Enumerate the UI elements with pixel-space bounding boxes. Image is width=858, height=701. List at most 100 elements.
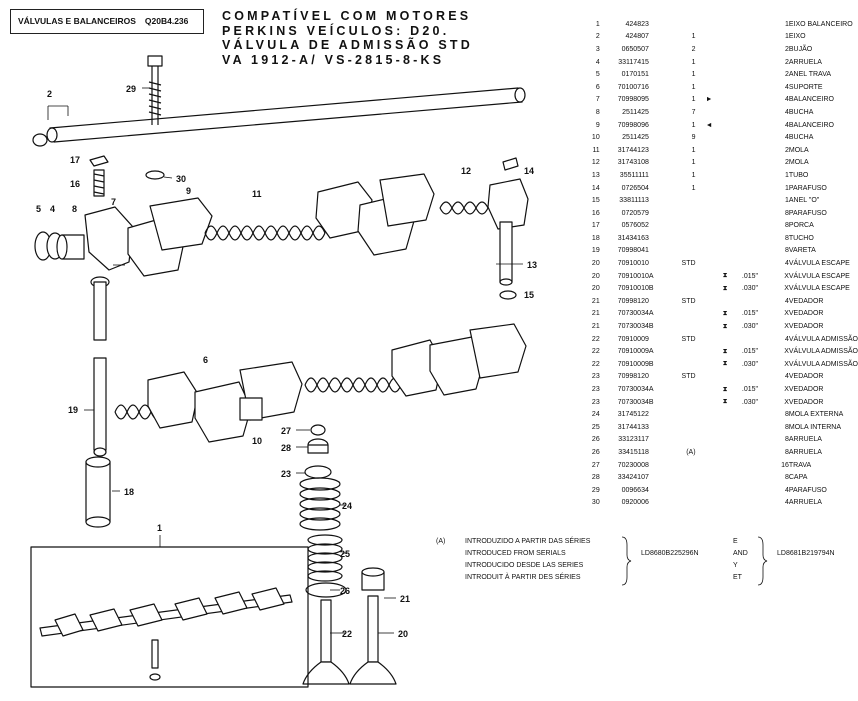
part-oversize: .015" (741, 348, 759, 356)
part-number: 0096634 (621, 486, 649, 494)
callout-24: 24 (342, 501, 352, 511)
part-variant (649, 106, 664, 119)
part-oversize-mark (723, 245, 742, 258)
part-quantity: 1 (784, 197, 789, 205)
part-variant (649, 471, 664, 484)
part-direction (696, 446, 723, 459)
part-item-number: 30 (591, 499, 600, 507)
part-variant (649, 497, 664, 510)
part-direction (696, 131, 723, 144)
part-oversize-mark (723, 446, 742, 459)
part-number: 0920006 (621, 499, 649, 507)
part-description: EIXO (788, 33, 806, 41)
part-oversize: .030" (741, 285, 759, 293)
pushrod-19 (90, 276, 110, 457)
part-variant (649, 68, 664, 81)
part-oversize (742, 484, 773, 497)
intro-line-es: INTRODUCIDO DESDE LAS SERIES (465, 562, 584, 569)
part-quantity: 4 (784, 373, 789, 381)
intro-conjunctions: E AND Y ET (733, 536, 748, 584)
part-oversize (742, 68, 773, 81)
part-item-number: 19 (591, 247, 600, 255)
part-description: PORCA (788, 222, 814, 230)
part-description: TUCHO (788, 234, 814, 242)
part-quantity: 4 (784, 486, 789, 494)
part-description: VEDADOR (788, 297, 824, 305)
callout-16: 16 (70, 179, 80, 189)
part-quantity: 4 (784, 335, 789, 343)
callout-8: 8 (72, 204, 77, 214)
bushing-8 (56, 234, 85, 260)
part-variant (649, 484, 664, 497)
part-oversize (742, 471, 773, 484)
part-number: 0576052 (621, 222, 649, 230)
part-item-number: 12 (591, 159, 600, 167)
part-quantity: 8 (784, 222, 789, 230)
part-number: 70998041 (617, 247, 649, 255)
part-direction (696, 207, 723, 220)
part-qty (664, 194, 695, 207)
part-direction (696, 295, 723, 308)
part-description: MOLA (788, 159, 809, 167)
part-oversize-mark (723, 207, 742, 220)
part-quantity: 1 (784, 171, 789, 179)
part-number: 70998095 (617, 96, 649, 104)
part-oversize-mark (723, 333, 742, 346)
part-oversize-mark (723, 157, 742, 170)
part-oversize-mark (723, 18, 742, 31)
part-description: ARRUELA (788, 448, 822, 456)
part-variant: B (648, 285, 654, 293)
part-quantity: 4 (784, 499, 789, 507)
part-number: 33811113 (619, 197, 649, 205)
callout-2: 2 (47, 89, 52, 99)
part-quantity: 16 (781, 461, 789, 469)
callout-19: 19 (68, 405, 78, 415)
part-oversize (742, 182, 773, 195)
part-number: 70910010 (617, 260, 649, 268)
part-item-number: 20 (591, 285, 600, 293)
part-item-number: 14 (591, 184, 600, 192)
part-description: MOLA EXTERNA (788, 411, 844, 419)
part-variant (649, 131, 664, 144)
part-oversize (742, 371, 773, 384)
part-variant: A (648, 272, 654, 280)
part-description: VEDADOR (788, 373, 824, 381)
part-number: 33123117 (618, 436, 649, 444)
part-oversize (742, 43, 773, 56)
part-qty (664, 484, 695, 497)
part-qty: (A) (686, 448, 696, 456)
part-direction (696, 257, 723, 270)
part-direction (696, 459, 723, 472)
part-oversize (742, 56, 773, 69)
part-quantity: X (784, 386, 789, 394)
callout-29: 29 (126, 84, 136, 94)
part-qty (664, 358, 695, 371)
part-direction (696, 270, 723, 283)
part-description: TRAVA (788, 461, 812, 469)
intro-line-pt: INTRODUZIDO A PARTIR DAS SÉRIES (465, 538, 591, 545)
part-direction (696, 308, 723, 321)
part-qty (664, 383, 695, 396)
part-item-number: 21 (591, 297, 600, 305)
part-description: SUPORTE (788, 83, 823, 91)
part-description: BALANCEIRO (788, 96, 834, 104)
part-qty (664, 207, 695, 220)
part-item-number: 11 (592, 146, 600, 154)
part-item-number: 8 (595, 108, 600, 116)
part-variant: B (648, 323, 654, 331)
part-qty (664, 459, 695, 472)
part-number: 70230008 (617, 461, 649, 469)
adjust-screw-16 (93, 169, 105, 197)
part-variant (649, 207, 664, 220)
part-qty (664, 270, 695, 283)
part-variant (649, 245, 664, 258)
oil-tube-13 (499, 221, 513, 286)
part-variant: A (648, 386, 654, 394)
